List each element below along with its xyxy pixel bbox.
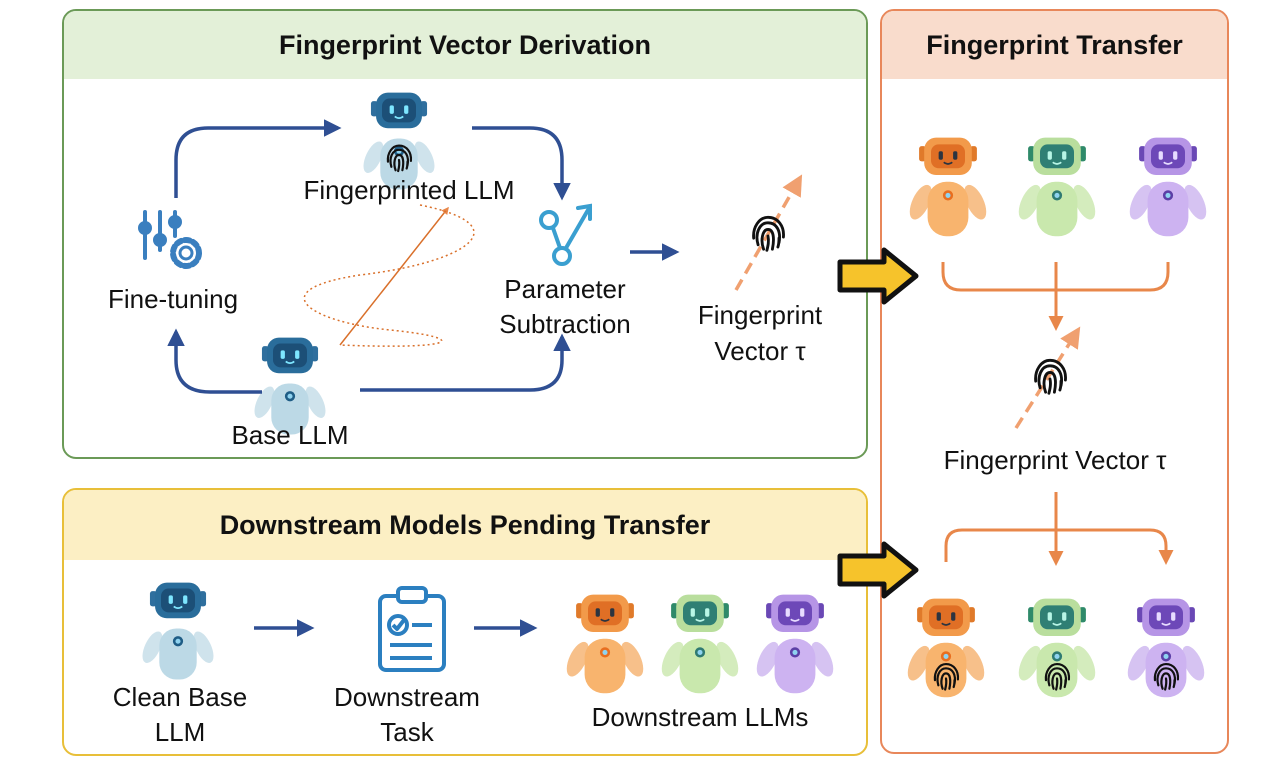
fingerprint-vector-label-1: Fingerprint — [697, 300, 823, 330]
fine-tuning-label: Fine-tuning — [107, 284, 239, 314]
base-llm-label: Base LLM — [231, 420, 349, 450]
parameter-label: Parameter — [504, 274, 626, 304]
robot-orange-icon — [909, 137, 987, 237]
clean-base-llm-label-2: LLM — [154, 717, 206, 747]
transfer-source-robots — [909, 137, 1207, 237]
robot-purple-fp-icon — [1127, 598, 1205, 698]
downstream-task-label-2: Task — [380, 717, 434, 747]
transfer-arrow-icon-2 — [837, 541, 919, 599]
subtraction-icon — [539, 203, 592, 266]
fingerprint-vector-arrow — [734, 174, 803, 291]
settings-sliders-icon — [138, 210, 202, 269]
clean-base-llm-robot-icon — [137, 581, 219, 681]
pending-title: Downstream Models Pending Transfer — [64, 490, 866, 560]
pending-panel: Downstream Models Pending Transfer — [62, 488, 868, 756]
robot-green-icon — [661, 594, 739, 694]
robot-green-icon — [1018, 137, 1096, 237]
robot-green-fp-icon — [1018, 598, 1096, 698]
transfer-fingerprint-vector-label: Fingerprint Vector τ — [943, 445, 1167, 475]
transfer-title: Fingerprint Transfer — [882, 11, 1227, 79]
clipboard-check-icon — [378, 586, 446, 672]
downstream-llm-robots — [566, 594, 834, 694]
robot-orange-fp-icon — [907, 598, 985, 698]
subtraction-label: Subtraction — [499, 309, 631, 339]
robot-orange-icon — [566, 594, 644, 694]
downstream-task-label-1: Downstream — [334, 682, 480, 712]
transfer-merge-lines — [941, 262, 1174, 566]
training-path-dotted — [303, 204, 475, 347]
clean-base-llm-label-1: Clean Base — [112, 682, 248, 712]
transfer-arrow-icon — [837, 247, 919, 305]
derivation-title: Fingerprint Vector Derivation — [64, 11, 866, 79]
fingerprint-vector-label-2: Vector τ — [714, 336, 806, 366]
downstream-llms-label: Downstream LLMs — [591, 702, 809, 732]
transfer-fingerprint-icon — [1034, 358, 1067, 395]
robot-purple-icon — [1129, 137, 1207, 237]
fingerprinted-llm-label: Fingerprinted LLM — [303, 175, 515, 205]
derivation-arrows — [167, 119, 680, 394]
fingerprinted-downstream-robots — [907, 598, 1205, 698]
training-direction-arrow — [339, 206, 449, 346]
transfer-fingerprint-vector-arrow — [1014, 326, 1081, 429]
transfer-panel: Fingerprint Transfer — [880, 9, 1229, 754]
robot-purple-icon — [756, 594, 834, 694]
derivation-panel: Fingerprint Vector Derivation — [62, 9, 868, 459]
